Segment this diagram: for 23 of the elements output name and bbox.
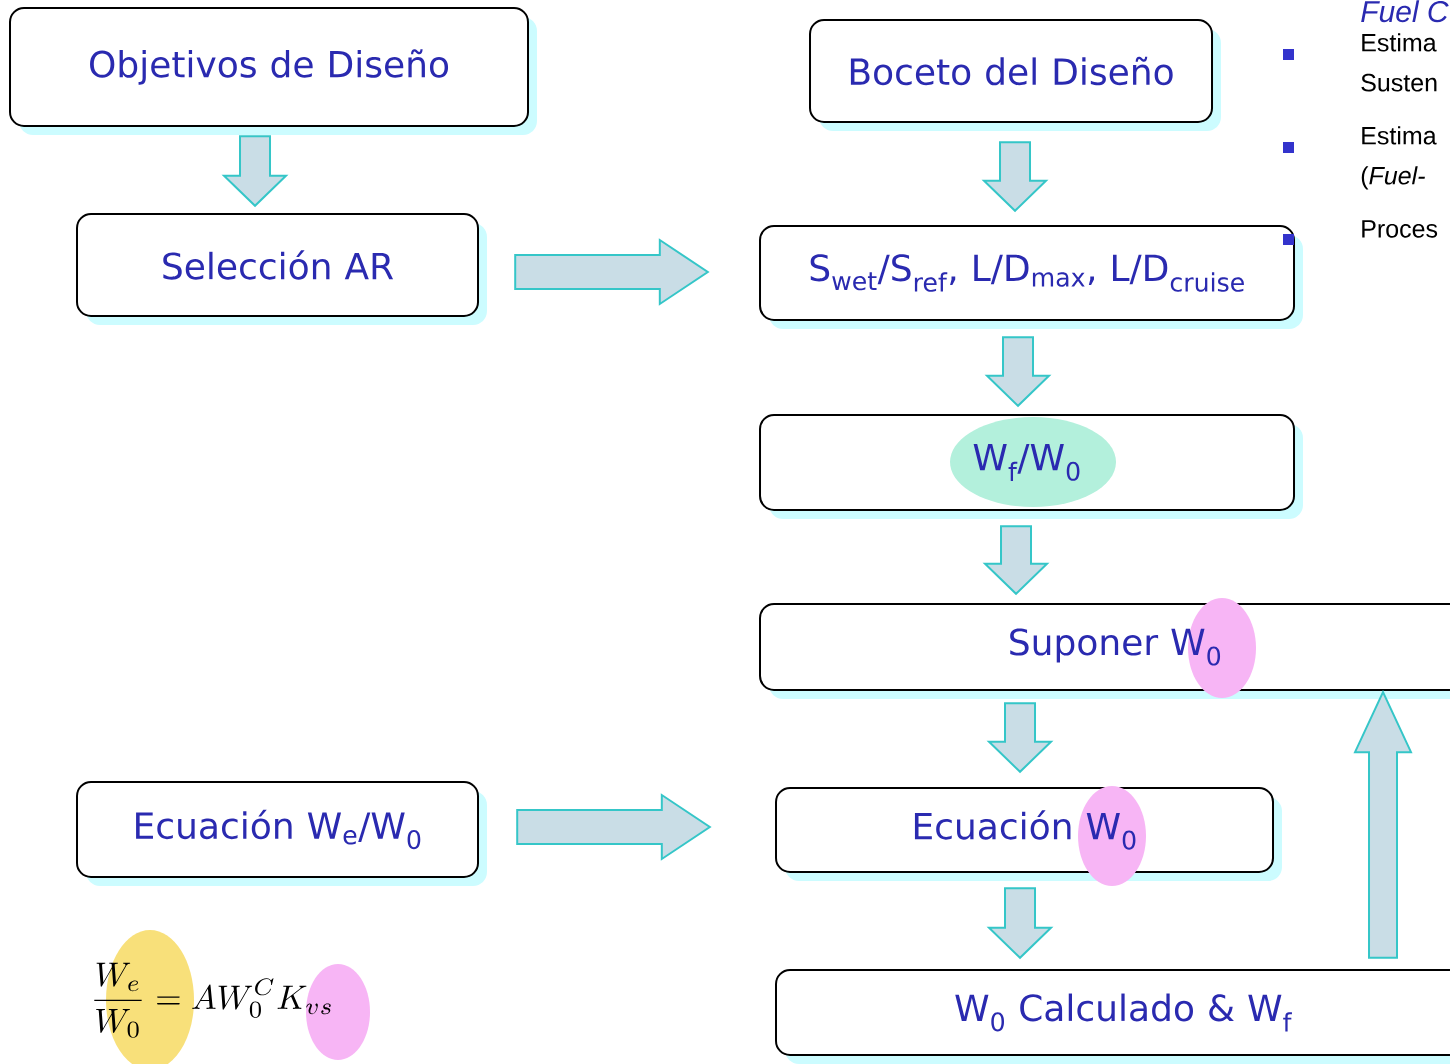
block-arrow bbox=[982, 525, 1050, 596]
list-item: Proces bbox=[1362, 220, 1438, 238]
block-arrow bbox=[986, 702, 1054, 774]
process-box: W$_{0}$ Calculado & W$_{f}$ bbox=[775, 969, 1450, 1064]
process-box: Objetivos de Diseño bbox=[9, 7, 537, 135]
process-box: W$_{f}$/W$_{0}$ bbox=[759, 414, 1303, 519]
process-box: Ecuación W$_{0}$ bbox=[775, 786, 1282, 886]
formula: $\frac{W_e}{W_0}=AW_0^C K_{vs}$ bbox=[94, 930, 370, 1064]
process-box: Suponer W$_{0}$ bbox=[759, 598, 1450, 699]
block-arrow bbox=[984, 336, 1052, 408]
process-box: Selección AR bbox=[76, 213, 487, 325]
block-arrow bbox=[981, 141, 1049, 213]
block-arrow bbox=[1353, 689, 1413, 959]
process-box: Ecuación W$_{e}$/W$_{0}$ bbox=[76, 781, 487, 886]
block-arrow bbox=[986, 887, 1054, 960]
block-arrow bbox=[221, 135, 289, 208]
process-box: Boceto del Diseño bbox=[809, 19, 1221, 131]
list-item: Estima Susten bbox=[1361, 33, 1437, 92]
list-item: Fuel C bbox=[1361, 0, 1449, 23]
block-arrow bbox=[514, 238, 710, 306]
block-arrow bbox=[516, 793, 712, 861]
process-box: S$_{wet}$/S$_{ref}$, L/D$_{max}$, L/D$_{cruise}$ bbox=[759, 225, 1303, 329]
list-item: Estima (Fuel- bbox=[1361, 126, 1437, 190]
